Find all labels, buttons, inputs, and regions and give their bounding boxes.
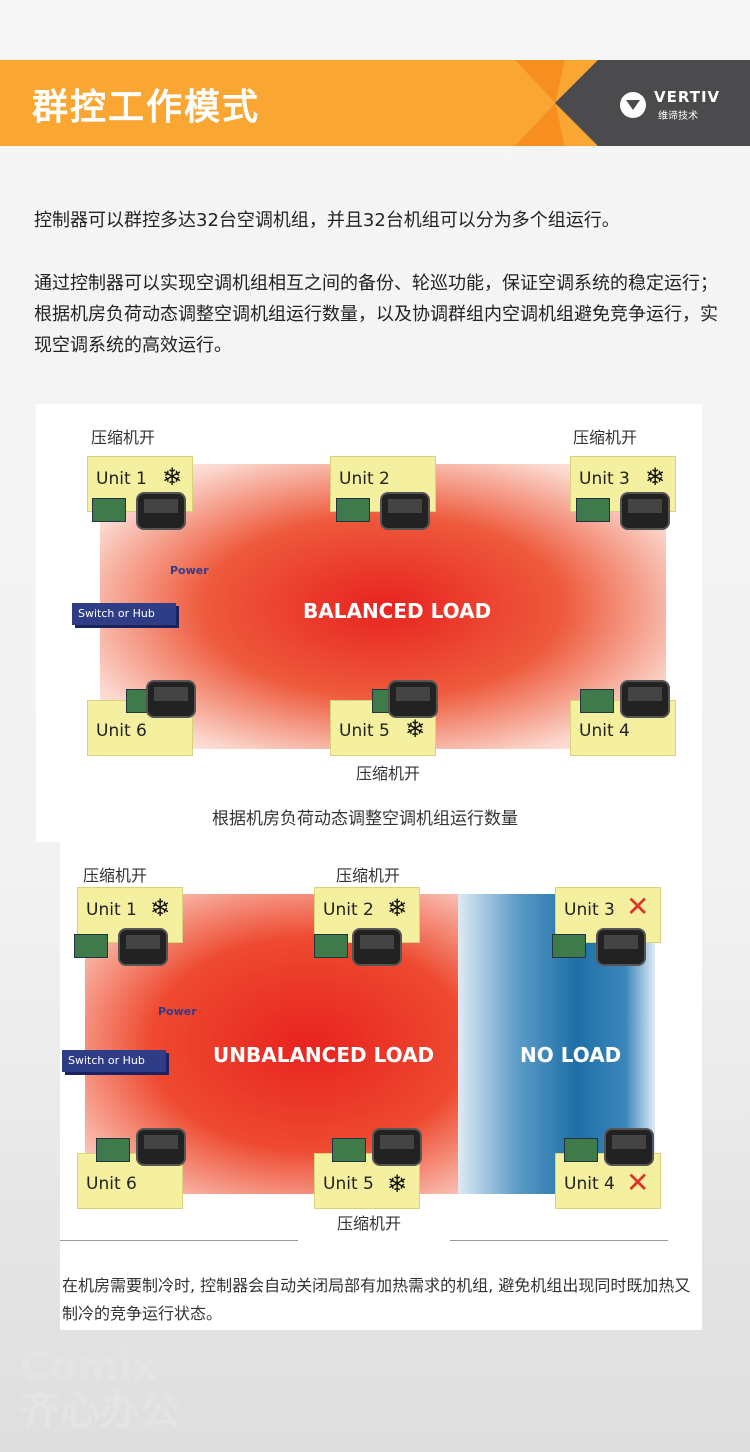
- vertiv-mark-icon: [620, 92, 646, 118]
- off-x-icon: ✕: [626, 1166, 650, 1199]
- snowflake-icon: ❄: [405, 715, 426, 743]
- diagram-caption: 根据机房负荷动态调整空调机组运行数量: [212, 809, 518, 829]
- load-label: BALANCED LOAD: [303, 599, 492, 623]
- off-x-icon: ✕: [626, 890, 650, 923]
- unit-6: Unit 6: [77, 1153, 183, 1209]
- no-load-label: NO LOAD: [520, 1043, 622, 1067]
- switch-or-hub: Switch or Hub: [72, 603, 176, 625]
- balanced-load-diagram: 压缩机开 压缩机开 Unit 1❄ Unit 2 Unit 3❄ Unit 6 …: [36, 404, 702, 842]
- page-title: 群控工作模式: [32, 87, 261, 128]
- intro-paragraph-2: 通过控制器可以实现空调机组相互之间的备份、轮巡功能，保证空调系统的稳定运行；根据…: [34, 273, 718, 356]
- intro-paragraph-1: 控制器可以群控多达32台空调机组，并且32台机组可以分为多个组运行。: [34, 210, 620, 231]
- diagram-caption: 在机房需要制冷时, 控制器会自动关闭局部有加热需求的机组, 避免机组出现同时既加…: [62, 1276, 691, 1323]
- snowflake-icon: ❄: [162, 463, 183, 491]
- snowflake-icon: ❄: [150, 894, 171, 922]
- power-label: Power: [158, 1005, 197, 1018]
- switch-or-hub: Switch or Hub: [62, 1050, 166, 1072]
- snowflake-icon: ❄: [645, 463, 666, 491]
- load-label: UNBALANCED LOAD: [213, 1043, 435, 1067]
- snowflake-icon: ❄: [387, 1170, 408, 1198]
- power-label: Power: [170, 564, 209, 577]
- unbalanced-load-diagram: 压缩机开 压缩机开 Unit 1❄ Unit 2❄ Unit 3✕ Unit 6…: [60, 842, 702, 1330]
- snowflake-icon: ❄: [387, 894, 408, 922]
